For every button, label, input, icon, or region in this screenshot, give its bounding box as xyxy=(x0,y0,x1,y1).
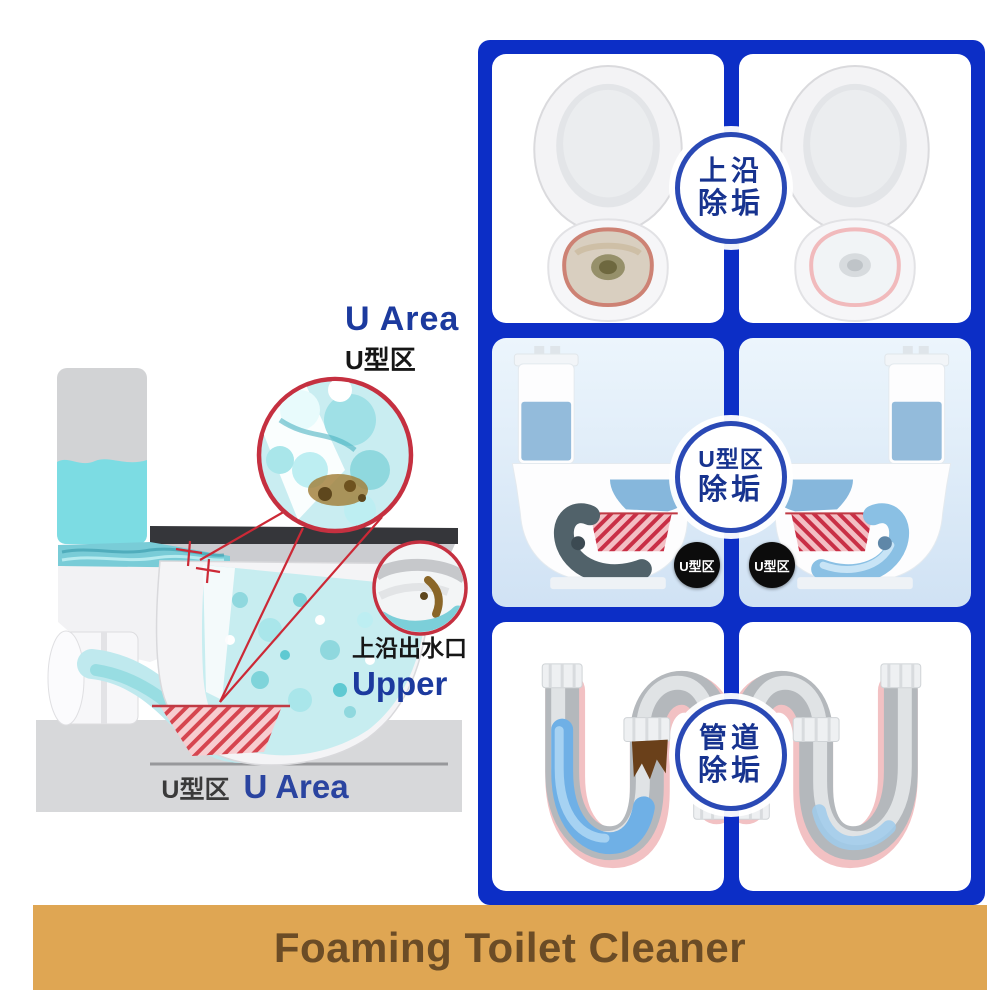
product-title: Foaming Toilet Cleaner xyxy=(273,923,747,971)
pipe-coupling xyxy=(792,717,840,743)
badge-rim-descale: 上沿 除垢 xyxy=(675,132,787,244)
u-area-hatch xyxy=(152,704,290,756)
u-area-label-zh: U型区 xyxy=(345,345,416,375)
cell-section-dirty: U型区 xyxy=(492,338,724,607)
cell-pipe-clean xyxy=(739,622,971,891)
cell-toilet-top-clean xyxy=(739,54,971,323)
cistern-tank xyxy=(57,368,147,544)
toilet-seat-edge xyxy=(150,526,458,544)
toilet-section-clean-illustration xyxy=(760,345,952,590)
comparison-panel: U型区 xyxy=(478,40,985,905)
badge-pipe-descale: 管道 除垢 xyxy=(675,699,787,811)
u-area-floor-label: U型区 U Area xyxy=(100,768,410,806)
toilet-top-dirty-illustration xyxy=(533,64,683,323)
callout-lines xyxy=(175,509,453,703)
upper-label-zh: 上沿出水口 xyxy=(352,635,467,661)
toilet-top-clean-illustration xyxy=(780,64,930,323)
u-area-magnifier xyxy=(256,376,414,534)
pipe-coupling xyxy=(880,663,922,689)
pipe-clog xyxy=(631,739,668,780)
u-area-marker: U型区 xyxy=(749,542,795,588)
floor-label-zh: U型区 xyxy=(161,776,230,804)
upper-label-en: Upper xyxy=(352,665,448,702)
toilet-section-dirty-illustration xyxy=(511,345,703,590)
badge-u-area-descale: U型区 除垢 xyxy=(675,421,787,533)
pipe-clean-illustration xyxy=(739,663,922,869)
pipe-coupling xyxy=(623,717,671,743)
floor-label-en: U Area xyxy=(243,768,349,805)
u-area-label-en: U Area xyxy=(345,300,460,338)
toilet-cross-section-illustration xyxy=(36,368,468,812)
u-area-marker: U型区 xyxy=(674,542,720,588)
cell-toilet-top-dirty xyxy=(492,54,724,323)
upper-outlet-magnifier xyxy=(372,540,468,636)
upper-outlet-label: 上沿出水口 Upper xyxy=(352,629,467,703)
u-area-callout-label: U Area U型区 xyxy=(345,300,459,377)
product-title-banner: Foaming Toilet Cleaner xyxy=(33,905,987,990)
pipe-coupling xyxy=(541,663,583,689)
